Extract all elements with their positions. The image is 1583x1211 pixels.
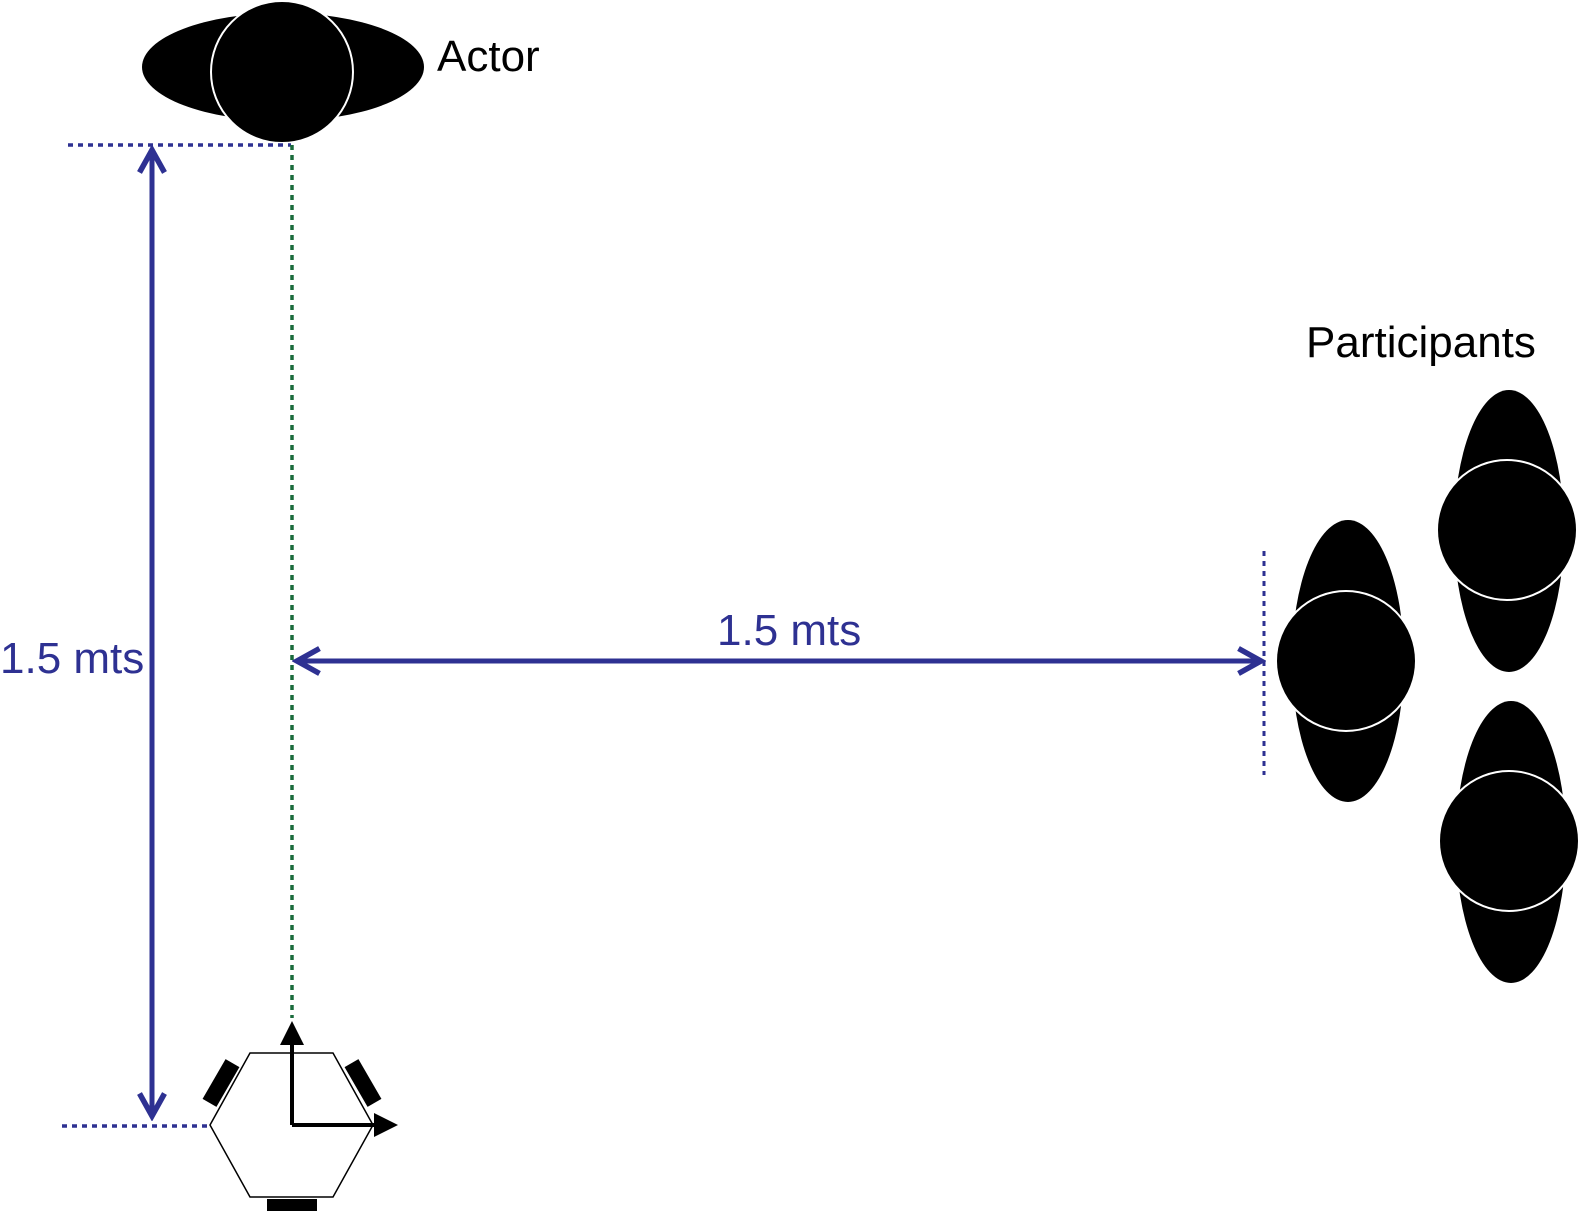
robot — [202, 1021, 398, 1211]
participant-front-head — [1275, 590, 1417, 732]
robot-rear-wheel — [267, 1199, 317, 1211]
participant-back-bottom-head — [1438, 770, 1580, 912]
robot-right-wheel — [344, 1059, 382, 1107]
actor-figure — [142, 0, 424, 144]
vertical-distance-label: 1.5 mts — [0, 634, 144, 683]
horizontal-distance-label: 1.5 mts — [717, 606, 861, 655]
participant-back-top — [1436, 390, 1578, 672]
participant-back-top-head — [1436, 459, 1578, 601]
actor-head — [210, 0, 354, 144]
actor-label: Actor — [437, 32, 540, 81]
participant-back-bottom — [1438, 701, 1580, 983]
robot-left-wheel — [202, 1059, 240, 1107]
participants-label: Participants — [1306, 318, 1536, 367]
participant-front — [1275, 520, 1417, 802]
